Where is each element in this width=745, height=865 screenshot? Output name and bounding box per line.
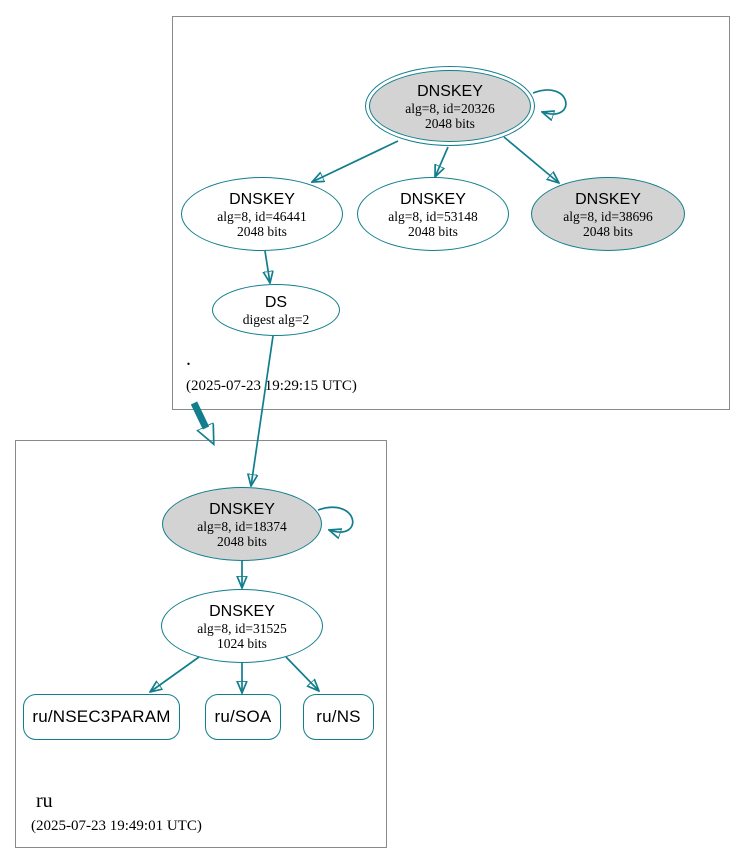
node-digest-alg: digest alg=2 bbox=[242, 312, 310, 327]
node-alg-id: alg=8, id=18374 bbox=[197, 518, 287, 534]
node-dnskey-38696-text: DNSKEY alg=8, id=38696 2048 bits bbox=[563, 190, 652, 239]
node-bits: 2048 bits bbox=[217, 533, 267, 549]
node-ds-text: DS digest alg=2 bbox=[243, 293, 309, 327]
node-ds[interactable]: DS digest alg=2 bbox=[212, 284, 340, 336]
node-alg-id: alg=8, id=31525 bbox=[197, 620, 287, 636]
node-bits: 2048 bits bbox=[425, 115, 475, 131]
node-dnskey-53148-text: DNSKEY alg=8, id=53148 2048 bits bbox=[388, 190, 477, 239]
rrset-label: ru/NSEC3PARAM bbox=[32, 707, 171, 726]
node-dnskey-53148[interactable]: DNSKEY alg=8, id=53148 2048 bits bbox=[357, 177, 509, 251]
zone-name-root: . bbox=[186, 348, 191, 370]
node-bits: 2048 bits bbox=[583, 223, 633, 239]
node-title: DNSKEY bbox=[575, 190, 641, 208]
node-dnskey-18374-text: DNSKEY alg=8, id=18374 2048 bits bbox=[197, 500, 286, 549]
zone-timestamp-ru: (2025-07-23 19:49:01 UTC) bbox=[31, 818, 202, 834]
node-title: DS bbox=[264, 294, 288, 311]
node-bits: 1024 bits bbox=[217, 635, 267, 651]
node-dnskey-38696[interactable]: DNSKEY alg=8, id=38696 2048 bits bbox=[531, 177, 685, 251]
node-dnskey-46441-text: DNSKEY alg=8, id=46441 2048 bits bbox=[217, 190, 306, 239]
node-dnskey-18374-ksk[interactable]: DNSKEY alg=8, id=18374 2048 bits bbox=[162, 487, 322, 561]
node-alg-id: alg=8, id=20326 bbox=[405, 100, 495, 116]
rrset-label: ru/NS bbox=[316, 707, 361, 726]
node-bits: 2048 bits bbox=[237, 223, 287, 239]
node-dnskey-31525[interactable]: DNSKEY alg=8, id=31525 1024 bits bbox=[161, 589, 323, 663]
node-bits: 2048 bits bbox=[408, 223, 458, 239]
node-title: DNSKEY bbox=[209, 500, 275, 518]
zone-timestamp-root: (2025-07-23 19:29:15 UTC) bbox=[186, 378, 357, 394]
node-dnskey-31525-text: DNSKEY alg=8, id=31525 1024 bits bbox=[197, 602, 286, 651]
rrset-ru-ns[interactable]: ru/NS bbox=[303, 694, 374, 740]
node-title: DNSKEY bbox=[229, 190, 295, 208]
node-alg-id: alg=8, id=53148 bbox=[388, 208, 478, 224]
node-title: DNSKEY bbox=[209, 602, 275, 620]
node-dnskey-20326-text: DNSKEY alg=8, id=20326 2048 bits bbox=[405, 82, 494, 131]
node-title: DNSKEY bbox=[417, 82, 483, 100]
rrset-ru-soa[interactable]: ru/SOA bbox=[205, 694, 281, 740]
node-alg-id: alg=8, id=46441 bbox=[217, 208, 307, 224]
node-dnskey-20326-ksk[interactable]: DNSKEY alg=8, id=20326 2048 bits bbox=[365, 66, 535, 146]
rrset-ru-nsec3param[interactable]: ru/NSEC3PARAM bbox=[23, 694, 180, 740]
node-dnskey-46441[interactable]: DNSKEY alg=8, id=46441 2048 bits bbox=[181, 177, 343, 251]
rrset-label: ru/SOA bbox=[214, 707, 272, 726]
node-title: DNSKEY bbox=[400, 190, 466, 208]
node-alg-id: alg=8, id=38696 bbox=[563, 208, 653, 224]
zone-name-ru: ru bbox=[36, 790, 53, 812]
